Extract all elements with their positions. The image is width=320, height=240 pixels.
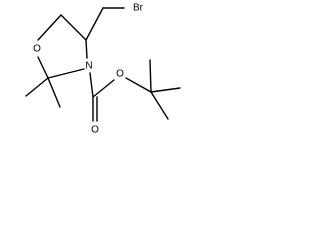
bond-carbonyl-c-ester-o [92, 79, 115, 98]
bond-tbu-methyl-right [150, 87, 181, 93]
bond-tbu-methyl-up [149, 59, 152, 93]
bond-c2-n3 [47, 68, 85, 79]
molecule-diagram: Br O N O O [25, 3, 181, 136]
bond-n3-carbonyl-c [89, 72, 94, 98]
bonds [25, 7, 181, 122]
bond-c4-ch2 [85, 7, 104, 41]
atom-label-carbonyl-oxygen: O [91, 125, 99, 136]
bond-c4-c5 [60, 14, 87, 41]
atom-label-ester-oxygen: O [116, 69, 124, 80]
bond-o1-c2 [37, 56, 49, 79]
atom-label-ring-nitrogen: N [85, 61, 92, 72]
bond-c5-o1 [37, 14, 62, 41]
atom-label-bromine: Br [133, 3, 144, 14]
bond-ester-o-quaternary-c [125, 77, 152, 93]
bond-n3-c4 [85, 39, 88, 59]
atom-labels: Br O N O O [33, 3, 144, 136]
bond-c2-methyl-2 [47, 77, 61, 108]
atom-label-ring-oxygen: O [33, 44, 41, 55]
bond-c2-methyl-1 [25, 77, 49, 97]
bond-tbu-methyl-down [150, 91, 169, 120]
